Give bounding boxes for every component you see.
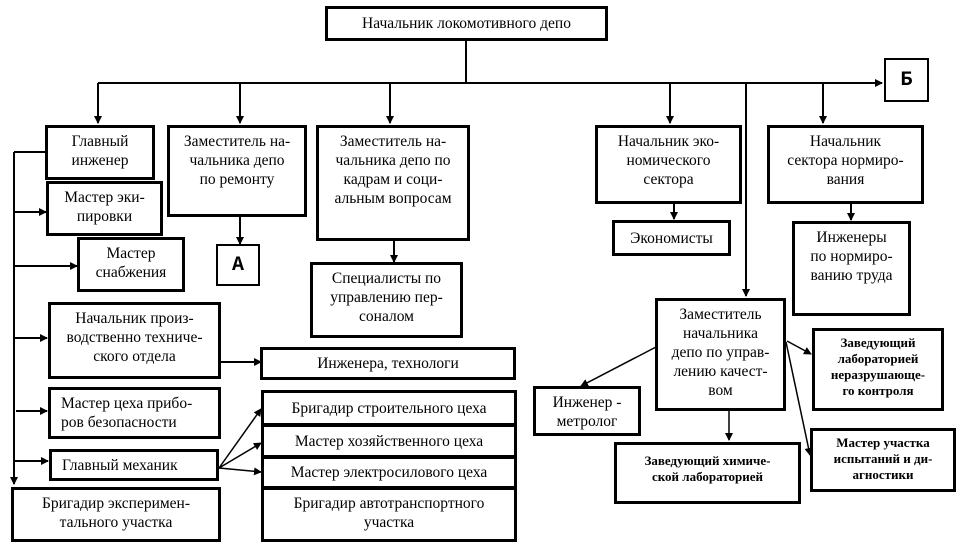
node-deputy-quality: Заместитель начальника депо по управ- ле… <box>655 298 786 411</box>
node-foreman-construction: Бригадир строительного цеха <box>261 390 517 426</box>
arrow-to-master-household <box>218 442 262 469</box>
arrow-to-engineer-metrologist <box>580 346 657 387</box>
node-hr-specialists: Специалисты по управлению пер- соналом <box>310 262 463 338</box>
node-engineers-technologists: Инженера, технологи <box>260 347 516 380</box>
node-head-chem-lab: Заведующий химиче- ской лабораторией <box>614 442 801 504</box>
node-head-economic: Начальник эко- номического сектора <box>595 125 742 204</box>
node-master-household: Мастер хозяйственного цеха <box>261 424 517 458</box>
arrow-to-master-electric <box>218 467 262 476</box>
node-foreman-autotransport: Бригадир автотранспортного участка <box>261 487 517 542</box>
arrow-to-head-ndt-lab <box>786 340 812 355</box>
node-deputy-repair: Заместитель на- чальника депо по ремонту <box>167 125 307 217</box>
node-master-equipment: Мастер эки- пировки <box>46 181 163 236</box>
node-master-safety-devices: Мастер цеха прибо- ров безопасности <box>48 387 221 439</box>
arrow-to-master-testing <box>785 341 813 456</box>
node-head-pto: Начальник произ- водственно техниче- ско… <box>48 302 221 379</box>
node-head-ndt-lab: Заведующий лабораторией неразрушающе- го… <box>812 328 944 411</box>
arrow-to-foreman-construction <box>218 408 262 469</box>
node-master-electric: Мастер электросилового цеха <box>261 456 517 489</box>
node-master-testing: Мастер участка испытаний и ди- агностики <box>810 428 956 492</box>
node-chief-mechanic: Главный механик <box>49 449 219 481</box>
node-deputy-hr: Заместитель на- чальника депо по кадрам … <box>316 125 470 241</box>
node-master-supply: Мастер снабжения <box>77 237 185 292</box>
node-head-norming: Начальник сектора нормиро- вания <box>767 125 924 204</box>
node-head: Начальник локомотивного депо <box>325 6 608 41</box>
node-chief-engineer: Главный инженер <box>45 125 155 180</box>
ref-b-marker: Б <box>884 58 929 102</box>
node-engineer-metrologist: Инженер - метролог <box>533 386 641 436</box>
node-norming-engineers: Инженеры по нормиро- ванию труда <box>792 221 911 316</box>
ref-a-marker: А <box>216 244 260 286</box>
node-economists: Экономисты <box>612 220 731 256</box>
node-foreman-experimental: Бригадир эксперимен- тального участка <box>11 487 221 542</box>
